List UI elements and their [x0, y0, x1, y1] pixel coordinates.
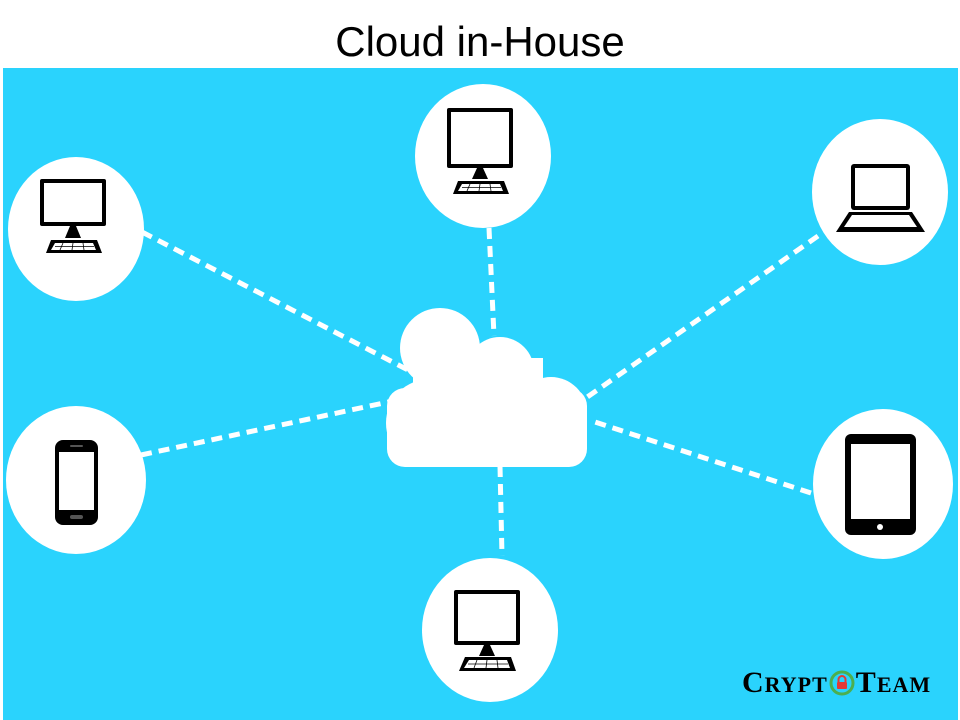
node-middle-left	[6, 406, 146, 554]
padlock-icon	[829, 670, 855, 696]
connector-top-center	[486, 227, 497, 337]
node-top-left	[8, 157, 144, 301]
tablet-icon	[845, 434, 916, 535]
node-top-center	[415, 84, 551, 228]
cloud-icon	[386, 308, 587, 467]
network-diagram	[3, 68, 958, 720]
page-title: Cloud in-House	[335, 18, 625, 65]
connector-top-left	[140, 229, 410, 373]
connector-top-right	[581, 233, 820, 403]
logo-text-eam: EAM	[876, 672, 932, 697]
node-top-right	[812, 119, 948, 265]
logo-text-rypt: RYPT	[764, 672, 828, 697]
cryptoteam-logo: C RYPT T EAM	[742, 666, 932, 699]
desktop-computer-icon	[454, 590, 520, 671]
node-middle-right	[813, 409, 953, 559]
node-bottom-center	[422, 558, 558, 702]
diagram-canvas	[6, 84, 953, 702]
logo-letter-c: C	[742, 666, 765, 699]
logo-letter-t: T	[855, 666, 877, 699]
connector-middle-left	[140, 398, 394, 458]
connector-middle-right	[588, 417, 812, 496]
connector-bottom-center	[497, 465, 505, 557]
laptop-icon	[836, 164, 925, 232]
smartphone-icon	[55, 440, 98, 525]
desktop-computer-icon	[447, 108, 513, 194]
desktop-computer-icon	[40, 179, 106, 253]
